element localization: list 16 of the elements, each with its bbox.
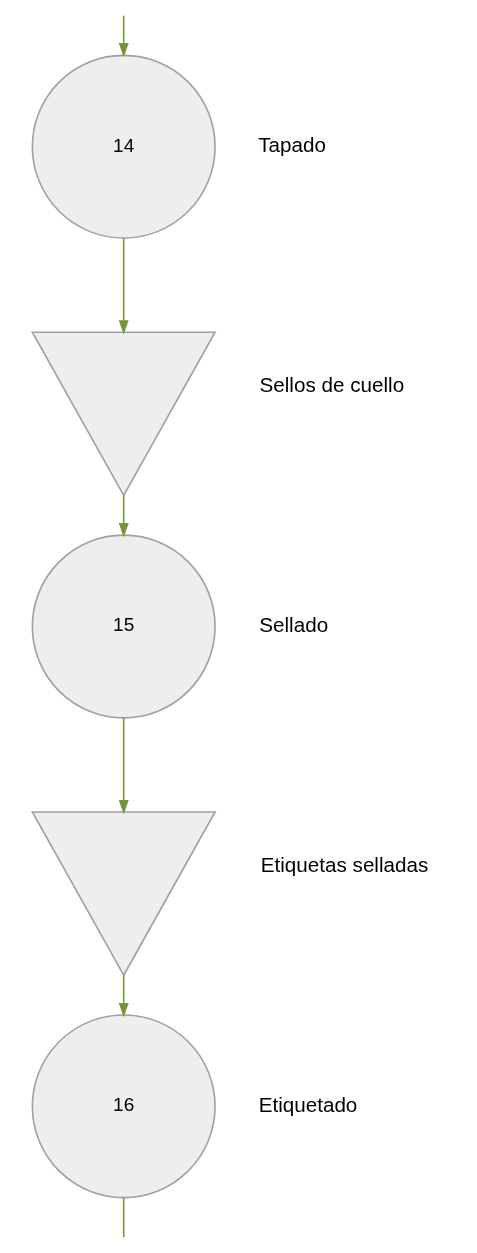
node-label: Etiquetas selladas [260, 852, 429, 876]
node-label: Sellado [259, 612, 329, 636]
node-label: Tapado [258, 133, 326, 157]
node-triangle [31, 811, 217, 977]
arrow [118, 494, 129, 538]
arrow [118, 717, 129, 815]
connector [122, 1197, 125, 1238]
arrow [118, 14, 129, 58]
node-circle: 14 [31, 54, 216, 239]
node-label: Etiquetado [258, 1092, 358, 1116]
node-label: Sellos de cuello [259, 373, 405, 396]
arrow [118, 974, 129, 1018]
node-circle: 15 [31, 534, 216, 719]
arrow [118, 237, 129, 335]
node-circle: 16 [31, 1014, 216, 1199]
node-triangle [31, 331, 217, 498]
